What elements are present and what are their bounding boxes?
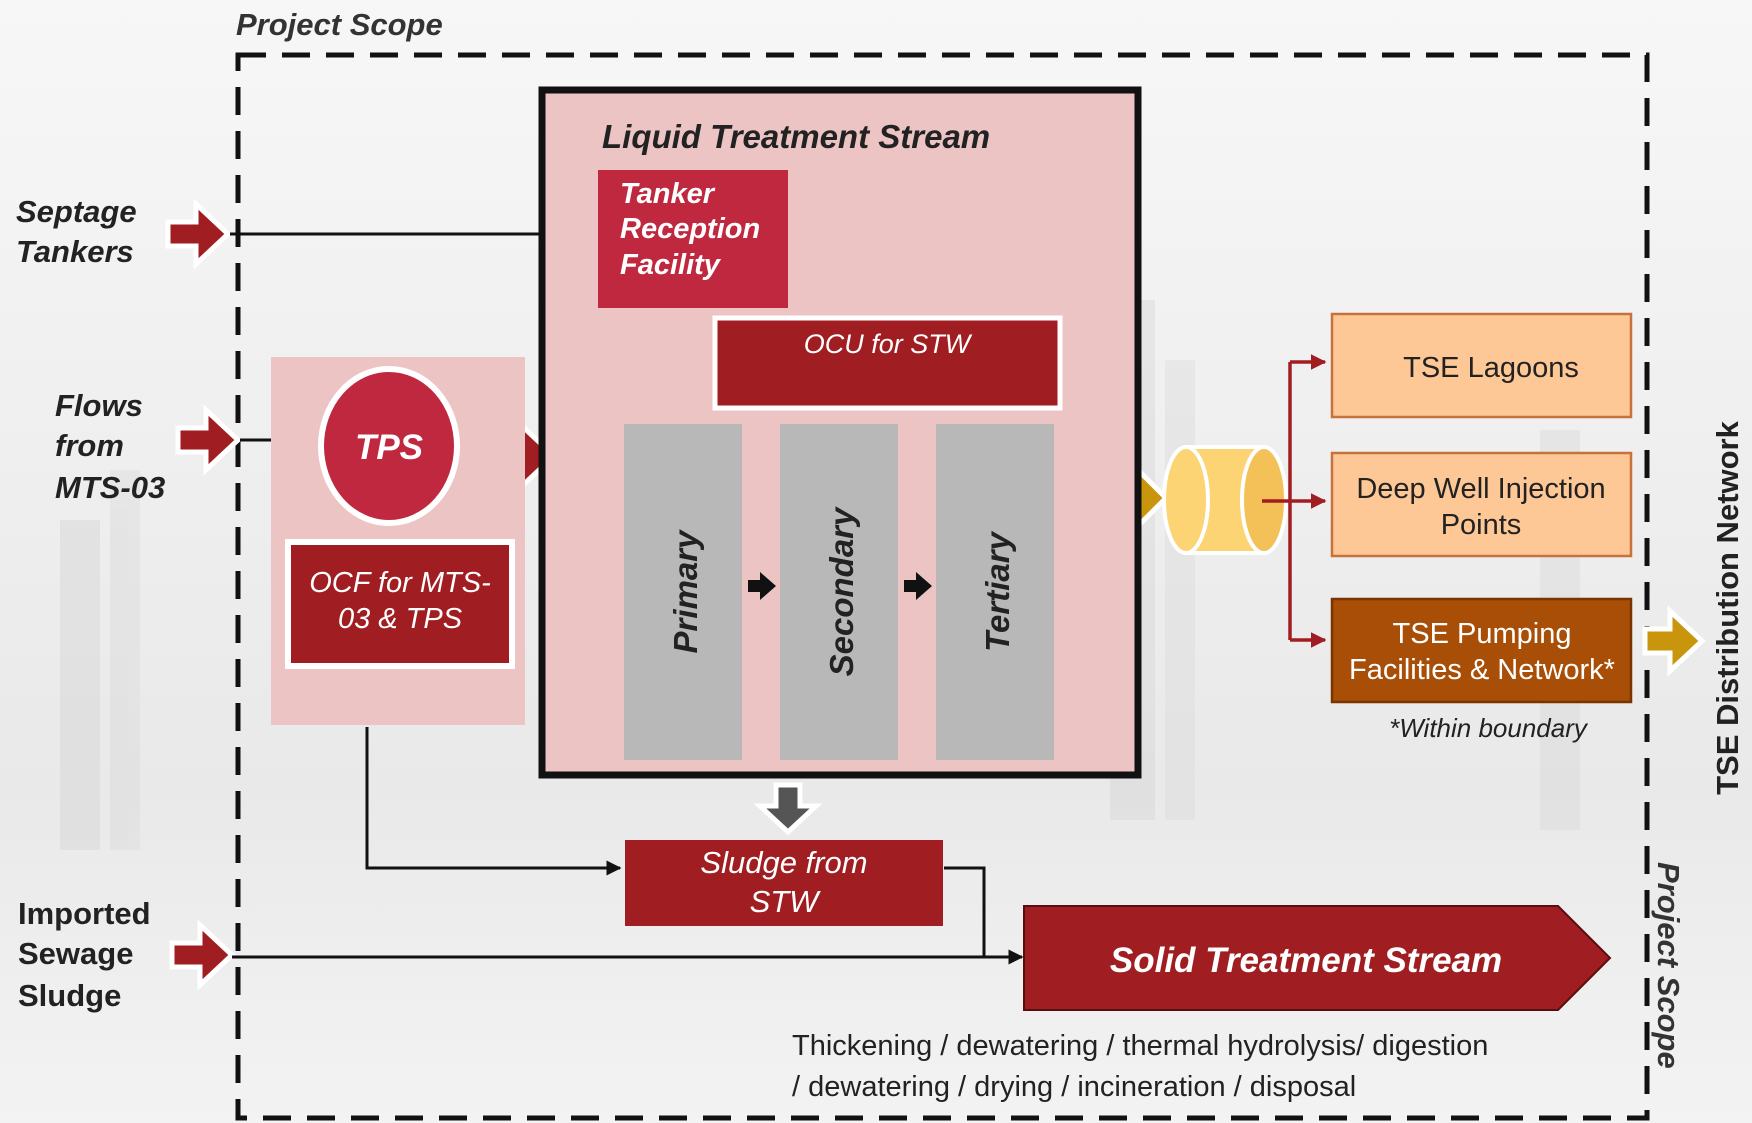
septage-line-1: Septage: [16, 194, 137, 229]
stage-primary-box: [624, 424, 742, 760]
tanker-reception-facility: [598, 170, 788, 308]
input-imported-sludge: Imported Sewage Sludge: [18, 896, 151, 1013]
flows-line-3: MTS-03: [55, 470, 165, 505]
pumping-line-2: Facilities & Network*: [1349, 654, 1615, 686]
solid-treatment-stream: [1023, 905, 1612, 1011]
project-scope-boundary: [235, 52, 1650, 1121]
within-boundary-note: *Within boundary: [1389, 713, 1589, 743]
sludge-line-1: Sludge from: [700, 845, 867, 880]
imported-line-1: Imported: [18, 896, 151, 931]
project-scope-label-top: Project Scope: [236, 7, 443, 42]
solid-stream-label: Solid Treatment Stream: [1110, 941, 1502, 980]
tanker-line-1: Tanker: [620, 178, 716, 210]
imported-line-2: Sewage: [18, 936, 133, 971]
flows-line-2: from: [55, 428, 124, 463]
tse-distribution-network-label: TSE Distribution Network: [1710, 420, 1745, 795]
stage-secondary-label: Secondary: [823, 506, 860, 676]
liquid-stream-title: Liquid Treatment Stream: [602, 118, 990, 155]
imported-line-3: Sludge: [18, 978, 121, 1013]
input-flows-mts03: Flows from MTS-03: [55, 388, 165, 505]
sludge-down-arrow-icon: [753, 782, 823, 836]
stage-secondary-box: [780, 424, 898, 760]
stage-arrow-1-icon: [748, 572, 776, 600]
tse-lagoons-label: TSE Lagoons: [1403, 352, 1579, 384]
input-septage-tankers: Septage Tankers: [16, 194, 137, 269]
deep-well-line-2: Points: [1441, 509, 1522, 541]
sludge-line-2: STW: [750, 884, 822, 919]
deep-well-line-1: Deep Well Injection: [1356, 473, 1605, 505]
project-scope-label-side: Project Scope: [1651, 862, 1686, 1069]
ocu-label: OCU for STW: [804, 329, 973, 359]
stage-tertiary-box: [936, 424, 1054, 760]
stage-tertiary-label: Tertiary: [979, 530, 1016, 651]
pumping-line-1: TSE Pumping: [1393, 618, 1572, 650]
ocf-to-sludge-connector: [365, 727, 622, 876]
tps-label: TPS: [355, 428, 423, 467]
solid-steps-line-1: Thickening / dewatering / thermal hydrol…: [792, 1030, 1488, 1062]
sludge-from-stw-box: [625, 840, 943, 926]
flows-line-1: Flows: [55, 388, 143, 423]
stage-primary-label: Primary: [667, 529, 704, 654]
stage-arrow-2-icon: [904, 572, 932, 600]
tse-pumping-box: [1330, 597, 1633, 704]
tanker-line-3: Facility: [620, 249, 722, 281]
ocf-box: [285, 539, 515, 669]
septage-line-2: Tankers: [16, 234, 134, 269]
ocu-box: [712, 315, 1063, 411]
tps-node: [318, 366, 460, 526]
flows-arrow-icon: [175, 404, 242, 476]
ocf-line-1: OCF for MTS-: [309, 567, 491, 599]
solid-steps-line-2: / dewatering / drying / incineration / d…: [792, 1071, 1356, 1103]
treatment-stages: Primary Secondary Tertiary: [624, 424, 1054, 760]
tse-lagoons-box: [1330, 312, 1633, 419]
deep-well-box: [1330, 451, 1633, 558]
imported-arrow-icon: [169, 919, 236, 991]
sludge-to-solid-connector: [944, 866, 986, 957]
ocf-line-2: 03 & TPS: [338, 603, 463, 635]
distribution-arrow-icon: [1642, 605, 1706, 677]
septage-arrow-icon: [165, 198, 232, 270]
tanker-line-2: Reception: [620, 213, 760, 245]
